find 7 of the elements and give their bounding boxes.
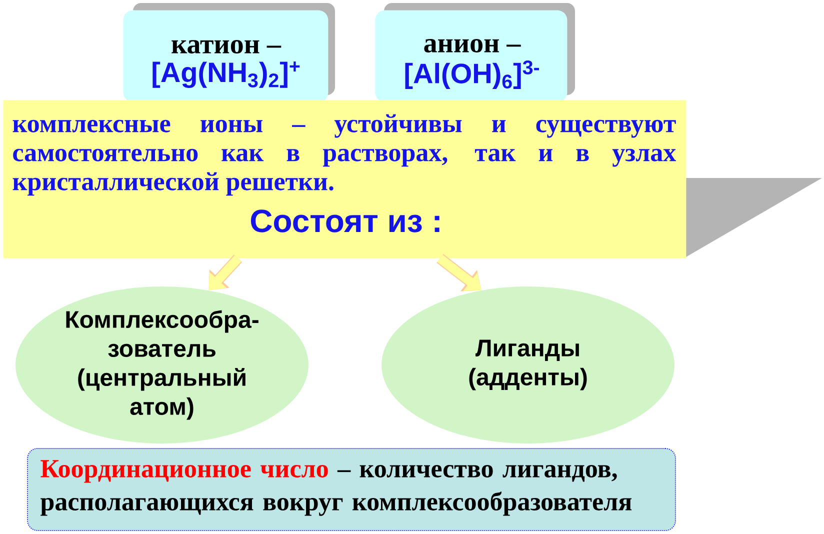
oval-node: Комплексообра- зователь (центральный атом)	[16, 286, 308, 444]
info-band: комплексные ионы – устойчивы и существуют самостоятельно как в растворах, так и в узлах кристаллической решетки. Состоят из :	[3, 100, 686, 258]
oval-node: Лиганды (адденты)	[382, 286, 674, 444]
definition-box: Координационное число – количество лигандов, располагающихся вокруг комплексообразователя	[27, 448, 676, 531]
ion-box: катион – [Ag(NH$_{3}$)$_{2}$]$^{+}$	[123, 3, 335, 102]
arrow	[208, 254, 242, 290]
ion-box: анион – [Al(OH)$_{6}$]$^{3-}$	[375, 3, 575, 102]
